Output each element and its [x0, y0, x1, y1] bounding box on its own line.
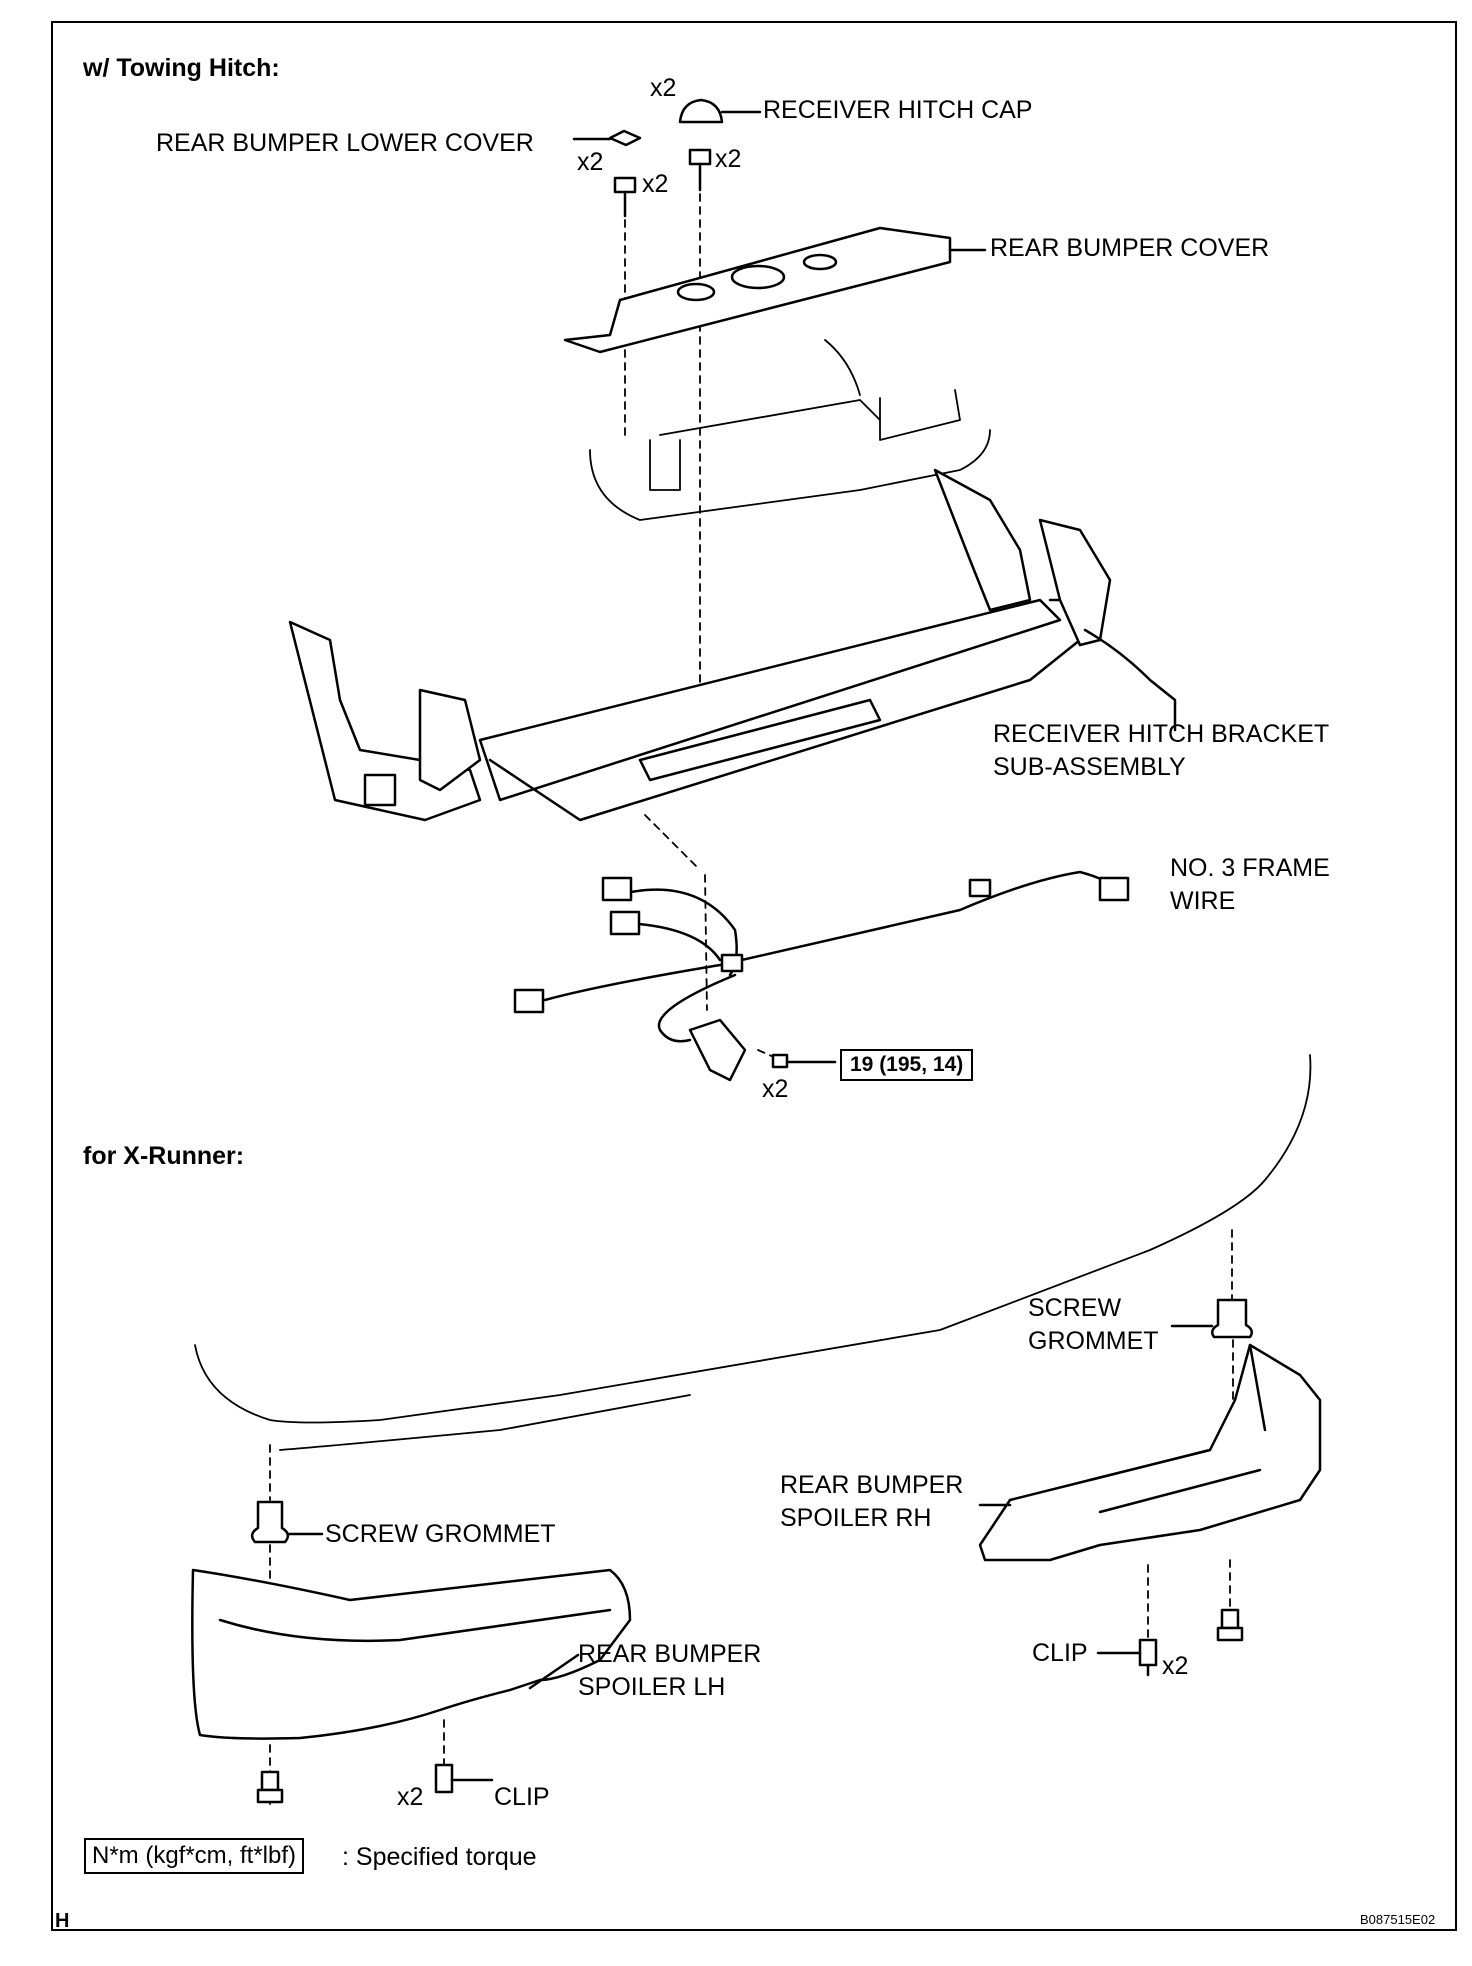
clip-and-bolt-lh [256, 1763, 494, 1804]
x-runner-body-outline [194, 1054, 1312, 1451]
receiver-hitch-bracket-part [288, 468, 1177, 822]
bolt-left-quantity: x2 [642, 170, 669, 198]
corner-mark: H [55, 1910, 70, 1932]
torque-value-box: 19 (195, 14) [840, 1049, 974, 1081]
frame-wire-label-line1: NO. 3 FRAME [1170, 854, 1330, 882]
clip-lh-label: CLIP [494, 1783, 550, 1811]
lower-cover-quantity: x2 [577, 148, 604, 176]
frame-wire-label-line2: WIRE [1170, 887, 1236, 915]
lower-cover-part [572, 129, 642, 147]
connector-screw-quantity: x2 [762, 1075, 789, 1103]
clip-rh-label: CLIP [1032, 1639, 1088, 1667]
x-runner-header: for X-Runner: [83, 1142, 245, 1170]
rear-bumper-lower-cover-label: REAR BUMPER LOWER COVER [156, 129, 534, 157]
vehicle-body-outline [589, 339, 991, 521]
screw-grommet-rh-label-line1: SCREW [1028, 1294, 1122, 1322]
figure-code: B087515E02 [1360, 1912, 1436, 1927]
clip-rh-quantity: x2 [1162, 1652, 1189, 1680]
spoiler-rh-label-line2: SPOILER RH [780, 1504, 932, 1532]
screw-grommet-lh-part [250, 1500, 324, 1544]
rear-bumper-spoiler-rh-part [978, 1343, 1322, 1562]
rear-bumper-cover-part [563, 226, 987, 354]
screw-grommet-rh-label-line2: GROMMET [1028, 1327, 1159, 1355]
spoiler-rh-label-line1: REAR BUMPER [780, 1471, 964, 1499]
receiver-hitch-bracket-label-line2: SUB-ASSEMBLY [993, 753, 1186, 781]
screw-grommet-rh-part [1170, 1298, 1254, 1339]
spoiler-lh-label-line1: REAR BUMPER [578, 1640, 762, 1668]
bolts-top [613, 148, 712, 218]
rear-bumper-cover-label: REAR BUMPER COVER [990, 234, 1270, 262]
frame-wire-harness [513, 870, 1130, 1082]
bolt-right-quantity: x2 [715, 145, 742, 173]
spoiler-lh-label-line2: SPOILER LH [578, 1673, 726, 1701]
torque-legend-box: N*m (kgf*cm, ft*lbf) [84, 1838, 305, 1874]
drawing-frame [51, 21, 1457, 1931]
assembly-guide-lines [269, 193, 1234, 1811]
towing-hitch-header: w/ Towing Hitch: [83, 54, 280, 82]
torque-legend-text: : Specified torque [342, 1843, 537, 1871]
clip-lh-quantity: x2 [397, 1783, 424, 1811]
cap-quantity: x2 [650, 74, 677, 102]
receiver-hitch-cap-part [678, 98, 762, 124]
receiver-hitch-bracket-label-line1: RECEIVER HITCH BRACKET [993, 720, 1330, 748]
clip-and-bolt-rh [1096, 1608, 1244, 1677]
rear-bumper-spoiler-lh-part [191, 1568, 632, 1740]
screw-grommet-lh-label: SCREW GROMMET [325, 1520, 556, 1548]
receiver-hitch-cap-label: RECEIVER HITCH CAP [763, 96, 1033, 124]
